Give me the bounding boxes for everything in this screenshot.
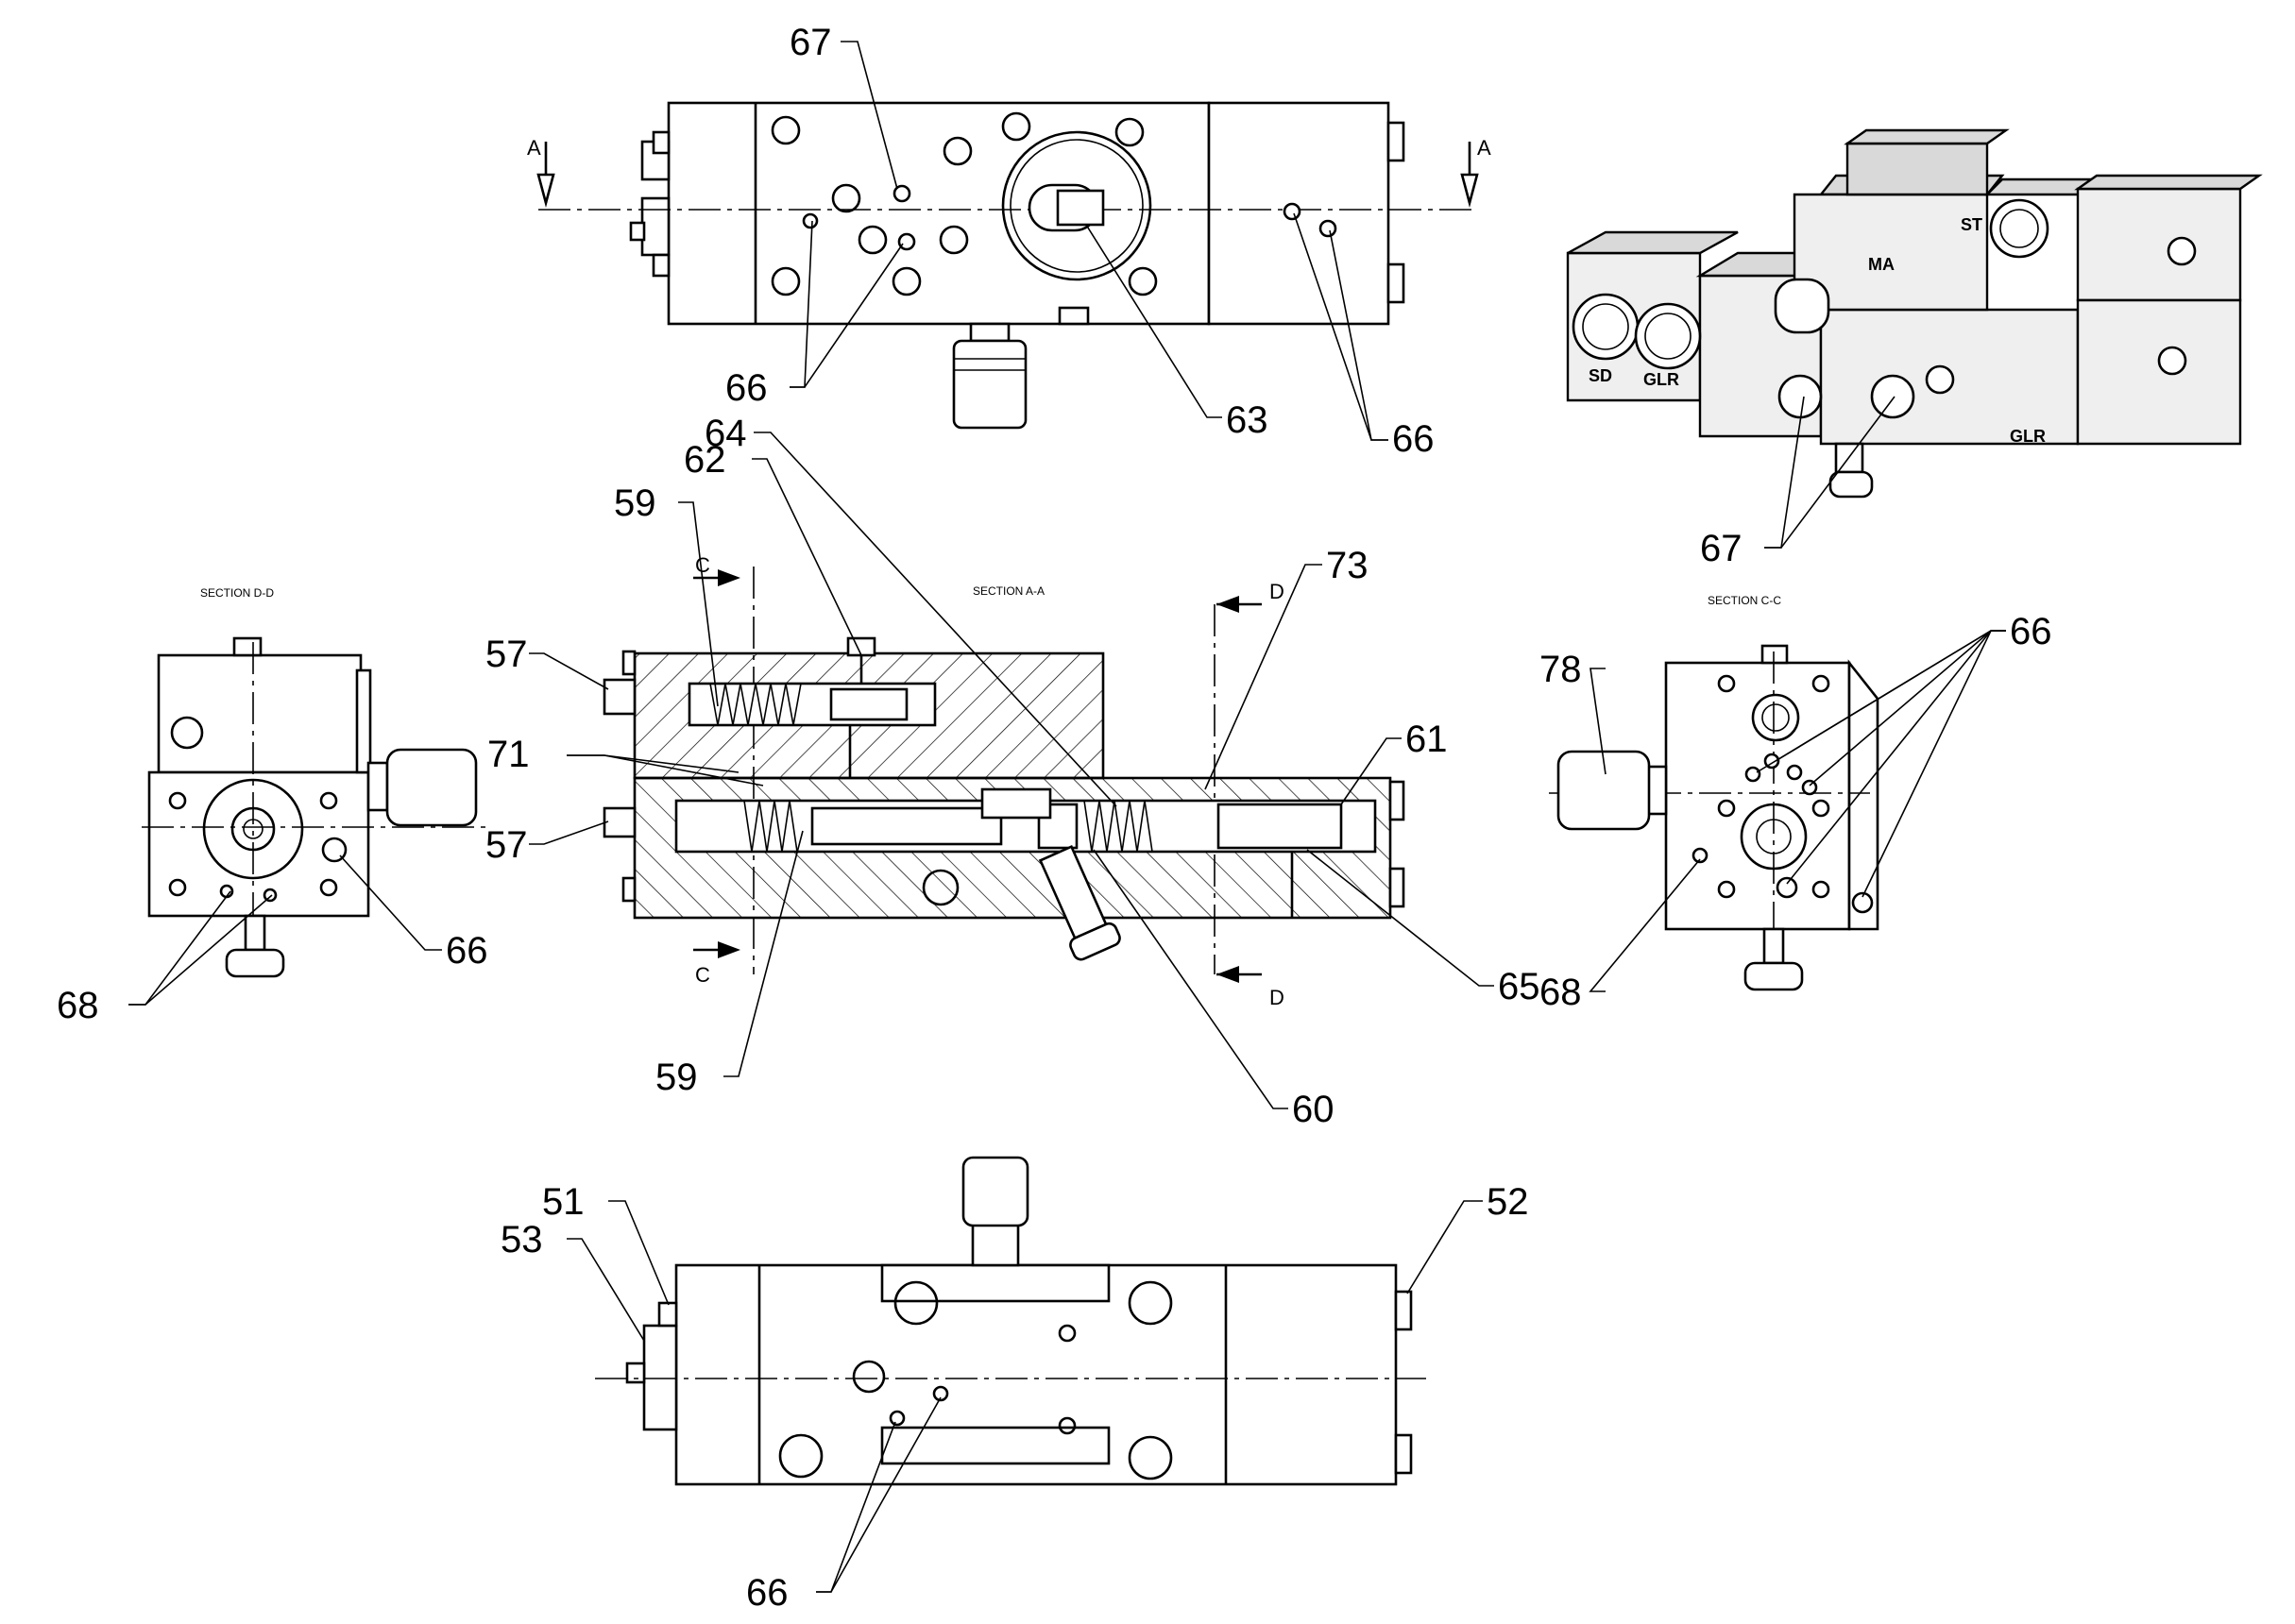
callout-59-bottom: 59: [655, 1057, 698, 1098]
section-dd-view: SECTION D-D: [142, 586, 491, 978]
bottom-view: [595, 1156, 1426, 1486]
port-label-glr-front: GLR: [1643, 370, 1679, 389]
cut-mark-a-left: A: [527, 136, 541, 160]
callout-67-iso: 67: [1700, 528, 1742, 569]
callout-68-dd: 68: [57, 985, 99, 1026]
callout-57-bottom: 57: [485, 824, 528, 866]
callout-63: 63: [1226, 399, 1268, 441]
callout-73: 73: [1326, 545, 1368, 586]
callout-52: 52: [1487, 1181, 1529, 1223]
port-label-sd: SD: [1589, 366, 1612, 385]
callout-66-top-right: 66: [1392, 418, 1435, 460]
cut-mark-d-top: D: [1269, 580, 1284, 603]
top-view: A A: [527, 101, 1491, 430]
port-label-st: ST: [1961, 215, 1982, 234]
port-label-ma: MA: [1868, 255, 1895, 274]
callout-59-top: 59: [614, 482, 656, 524]
section-aa-label: SECTION A-A: [973, 584, 1045, 598]
section-dd-label: SECTION D-D: [200, 586, 274, 600]
callout-67-top: 67: [790, 22, 832, 63]
leader-lines: [128, 41, 2006, 1593]
callout-64: 64: [705, 413, 747, 454]
callout-65: 65: [1498, 966, 1540, 1007]
section-cc-label: SECTION C-C: [1708, 594, 1781, 607]
section-cc-view: SECTION C-C: [1549, 594, 1879, 991]
callout-61: 61: [1405, 719, 1448, 760]
callout-62: 62: [684, 439, 726, 481]
callout-66-dd: 66: [446, 930, 488, 972]
callout-51: 51: [542, 1181, 585, 1223]
port-label-glr-side: GLR: [2010, 427, 2046, 446]
callouts: 67 66 63 66 67 64 62 59 73 57 71 61 57 6…: [57, 22, 2052, 1614]
callout-68-cc: 68: [1539, 972, 1582, 1013]
callout-57-top: 57: [485, 634, 528, 675]
cut-mark-c-top: C: [695, 553, 710, 577]
cut-mark-d-bottom: D: [1269, 986, 1284, 1009]
isometric-view: SD GLR MA ST GLR: [1566, 128, 2263, 499]
callout-71: 71: [487, 734, 530, 775]
callout-66-top-left: 66: [725, 367, 768, 409]
cut-mark-a-right: A: [1477, 136, 1491, 160]
callout-53: 53: [501, 1219, 543, 1260]
callout-78: 78: [1539, 649, 1582, 690]
callout-66-cc: 66: [2010, 611, 2052, 652]
cut-mark-c-bottom: C: [695, 963, 710, 987]
callout-60: 60: [1292, 1089, 1334, 1130]
callout-66-bottom: 66: [746, 1572, 789, 1614]
section-aa-view: SECTION A-A C C D D: [603, 553, 1405, 1009]
